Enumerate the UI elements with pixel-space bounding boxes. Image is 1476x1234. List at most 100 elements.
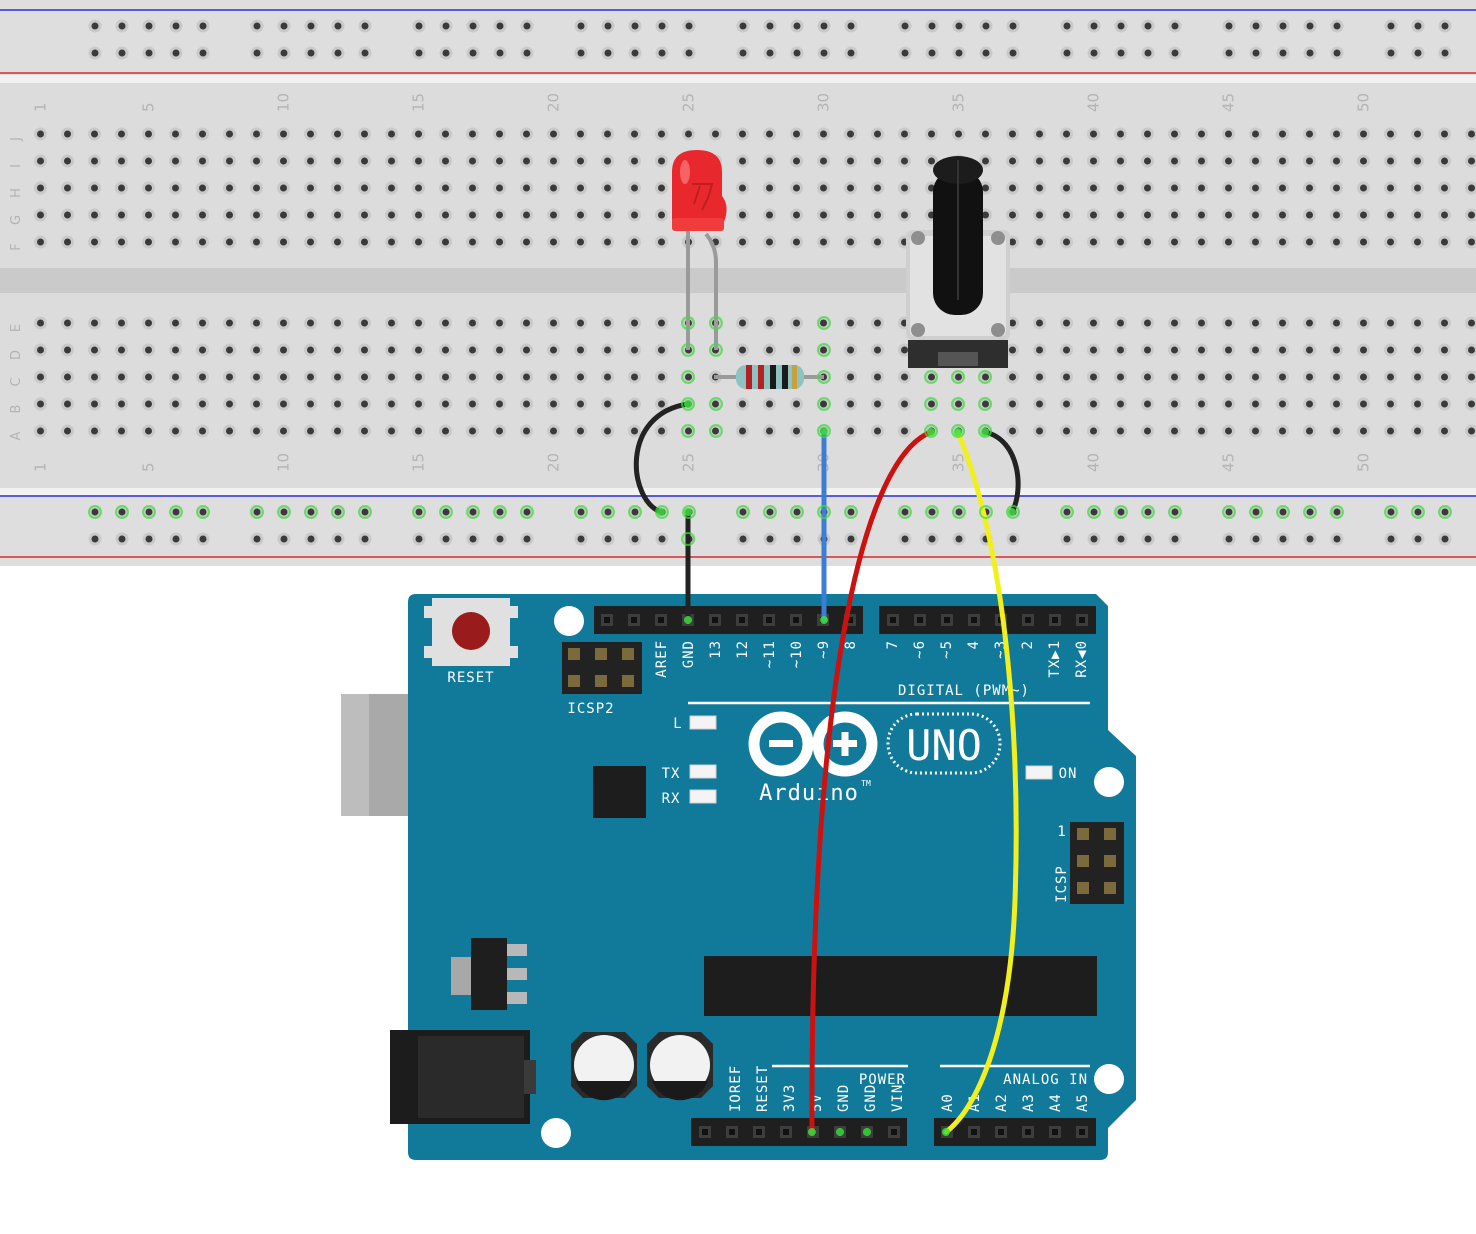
connected-hole <box>709 316 723 330</box>
connected-rail-hole <box>952 505 966 519</box>
connected-rail-hole <box>736 505 750 519</box>
digital-pin-label: 13 <box>708 640 724 659</box>
connected-hole <box>817 343 831 357</box>
column-number: 40 <box>1085 93 1103 112</box>
connected-rail-hole <box>1276 505 1290 519</box>
connected-rail-hole <box>682 505 696 519</box>
connected-hole <box>817 370 831 384</box>
icsp2-label: ICSP2 <box>567 701 614 717</box>
icsp-pin <box>1077 828 1089 840</box>
connected-rail-hole <box>1168 505 1182 519</box>
digital-pin-label: ~11 <box>762 640 778 668</box>
mounting-hole <box>541 1118 571 1148</box>
wire-endpoint <box>863 1128 871 1136</box>
connected-rail-hole <box>790 505 804 519</box>
resistor[interactable] <box>714 365 824 389</box>
row-letter: D <box>9 350 24 360</box>
mounting-hole <box>1094 1064 1124 1094</box>
analog-pin-label: A5 <box>1075 1093 1091 1112</box>
led-red[interactable] <box>672 150 727 350</box>
wire-gnd-bridge[interactable] <box>633 401 691 515</box>
wire-pot-gnd[interactable] <box>982 429 1021 515</box>
digital-pin-label: ~10 <box>789 640 805 668</box>
analog-pin-label: A0 <box>940 1093 956 1112</box>
capacitor <box>647 1032 713 1101</box>
wire-endpoint <box>927 428 935 436</box>
connected-rail-hole <box>358 505 372 519</box>
connected-rail-hole <box>601 505 615 519</box>
connected-rail-hole <box>1303 505 1317 519</box>
led-rx <box>689 789 717 804</box>
power-pin-label: GND <box>836 1084 852 1112</box>
connected-rail-hole <box>817 505 831 519</box>
potentiometer[interactable] <box>906 156 1010 368</box>
wire-a0[interactable] <box>943 429 1019 1135</box>
icsp-pin <box>1104 855 1116 867</box>
led-rx-label: RX <box>662 791 681 807</box>
row-letter: E <box>9 324 24 332</box>
column-number: 35 <box>950 93 968 112</box>
wire-5v[interactable] <box>809 429 934 1135</box>
row-letter: G <box>9 215 24 225</box>
led-anode-leg <box>704 232 718 350</box>
digital-pin-label: 7 <box>885 640 901 649</box>
power-header <box>691 1118 907 1146</box>
led-l <box>689 715 717 730</box>
icsp2-pin <box>622 648 634 660</box>
connected-rail-hole <box>196 505 210 519</box>
connected-hole <box>681 424 695 438</box>
connected-rail-hole <box>1330 505 1344 519</box>
connected-rail-hole <box>1060 505 1074 519</box>
voltage-regulator <box>471 938 507 1010</box>
icsp-pin <box>1104 882 1116 894</box>
row-letter: A <box>9 431 24 440</box>
digital-pin-label: ~6 <box>912 640 928 659</box>
breadboard: 1155101015152020252530303535404045455050… <box>0 0 1476 566</box>
connected-hole <box>924 424 938 438</box>
column-number: 20 <box>545 453 563 472</box>
connected-hole <box>681 316 695 330</box>
resistor-band <box>770 365 776 389</box>
column-number: 5 <box>140 102 158 112</box>
digital-pin-label: 12 <box>735 640 751 659</box>
column-number: 10 <box>275 453 293 472</box>
connected-hole <box>978 370 992 384</box>
mounting-hole <box>554 606 584 636</box>
resistor-band <box>782 365 788 389</box>
icsp2-pin <box>568 675 580 687</box>
usb-chip <box>593 766 646 818</box>
icsp-label: ICSP <box>1054 865 1070 903</box>
analog-pin-label: A3 <box>1021 1093 1037 1112</box>
column-number: 20 <box>545 93 563 112</box>
row-letter: H <box>9 188 24 198</box>
breadboard-labels: 1155101015152020252530303535404045455050… <box>9 93 1373 472</box>
digital-pin-label: 4 <box>966 640 982 649</box>
column-number: 1 <box>32 462 50 472</box>
connected-hole <box>978 397 992 411</box>
icsp-pin <box>1077 882 1089 894</box>
model-label: UNO <box>906 721 982 770</box>
power-pin-label: VIN <box>890 1084 906 1112</box>
connected-rail-hole <box>331 505 345 519</box>
reset-button-cap[interactable] <box>452 612 490 650</box>
digital-pin-label: 8 <box>843 640 859 649</box>
led-on <box>1025 765 1053 780</box>
wire-endpoint <box>954 428 962 436</box>
column-number: 40 <box>1085 453 1103 472</box>
digital-pin-label: AREF <box>654 640 670 678</box>
row-letter: J <box>9 137 24 142</box>
connected-rail-hole <box>277 505 291 519</box>
connected-hole <box>709 343 723 357</box>
wire-endpoint <box>657 508 665 516</box>
row-letter: F <box>9 243 24 250</box>
digital-pin-label: ~9 <box>816 640 832 659</box>
digital-pin-label: GND <box>681 640 697 668</box>
center-channel <box>0 268 1476 293</box>
led-tx <box>689 764 717 779</box>
connected-rail-hole <box>1114 505 1128 519</box>
column-number: 15 <box>410 453 428 472</box>
icsp-pin <box>1077 855 1089 867</box>
column-number: 10 <box>275 93 293 112</box>
connected-hole <box>817 424 831 438</box>
